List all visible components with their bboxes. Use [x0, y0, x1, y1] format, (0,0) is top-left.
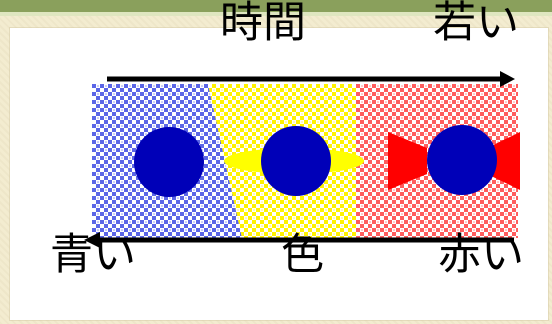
top-strip — [0, 0, 552, 12]
red-right-wedge — [487, 132, 520, 190]
blue-circle — [134, 127, 204, 197]
time-arrow-head — [500, 71, 515, 87]
yellow-circle — [261, 126, 331, 196]
blue-label: 青い — [50, 230, 136, 280]
young-label: 若い — [433, 0, 519, 48]
color-arrow-head — [84, 232, 100, 248]
time-label: 時間 — [220, 0, 306, 48]
red-label: 赤い — [438, 230, 524, 280]
red-circle — [427, 125, 497, 195]
red-left-wedge — [388, 132, 427, 190]
top-strip-line — [0, 12, 552, 16]
color-label: 色 — [281, 230, 324, 280]
